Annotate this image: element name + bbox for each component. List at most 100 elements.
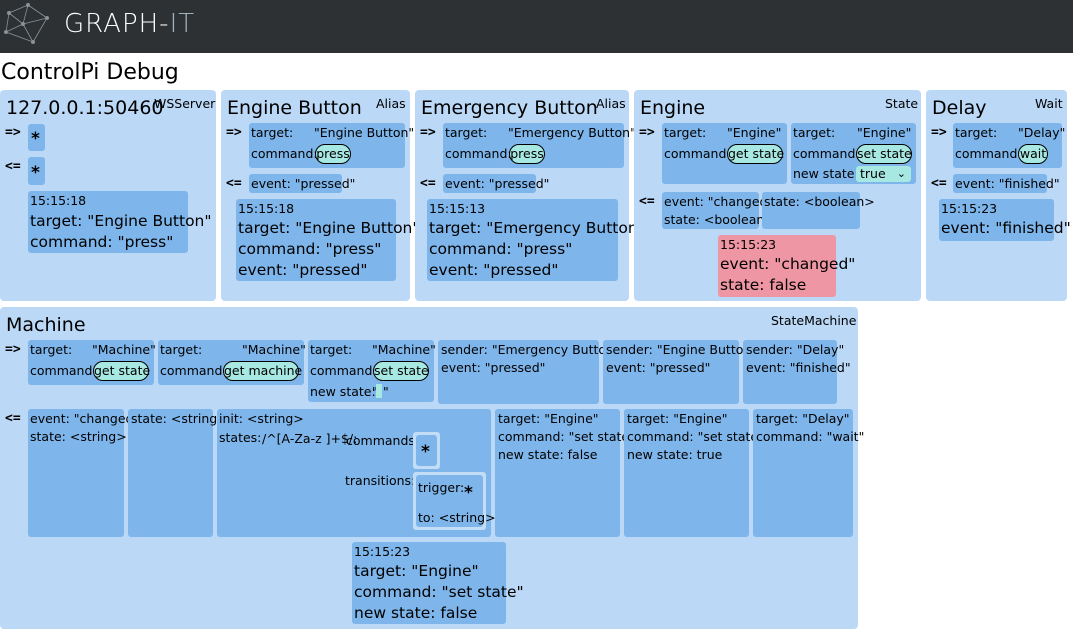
sender: sender: "Engine Button" xyxy=(606,342,758,357)
message-box: 15:15:13 target: "Emergency Button" comm… xyxy=(427,199,645,281)
message-time: 15:15:18 xyxy=(30,193,87,208)
brand-accent: IT xyxy=(169,9,196,39)
target-label: target: xyxy=(251,125,294,140)
wildcard: * xyxy=(464,483,473,503)
card-delay: Delay Wait => target: "Delay" command: w… xyxy=(926,90,1071,301)
card-title: Delay xyxy=(932,97,987,119)
commands-box: * xyxy=(413,432,440,469)
send-arrow: => xyxy=(639,125,655,140)
card-engine-button: Engine Button Alias => target: "Engine B… xyxy=(221,90,420,301)
transitions-value-box: trigger: * to: <string> xyxy=(416,475,496,527)
states-label: states: xyxy=(219,430,262,445)
message-event: event: "pressed" xyxy=(238,261,368,279)
wildcard: * xyxy=(31,129,40,149)
card-title: Engine xyxy=(640,97,706,119)
event-template: event: "finished" xyxy=(955,176,1060,191)
target: target: "Engine" xyxy=(627,411,728,426)
send-arrow: => xyxy=(931,125,947,140)
message-state: state: false xyxy=(720,276,807,294)
new-state-close-quote: " xyxy=(383,384,389,399)
card-title: Emergency Button xyxy=(421,97,598,119)
message-target: target: "Engine" xyxy=(354,562,479,580)
brand-name[interactable]: GRAPH-IT xyxy=(64,9,195,39)
card-type: Wait xyxy=(1035,96,1063,111)
new-state-open-quote: " xyxy=(372,384,378,399)
card-emergency-button: Emergency Button Alias => target: "Emerg… xyxy=(415,90,645,301)
event: event: "finished" xyxy=(746,360,851,375)
message-command: command: "press" xyxy=(429,240,573,258)
new-state-input[interactable] xyxy=(376,384,382,398)
message-time: 15:15:18 xyxy=(238,201,295,216)
send-template-box[interactable]: * xyxy=(28,124,45,151)
set-state-template-box: target: "Engine" command: set state new … xyxy=(791,123,916,184)
new-state: new state: true xyxy=(627,447,723,462)
receive-template-box: * xyxy=(28,157,45,185)
command-label: command: xyxy=(445,146,512,161)
press-button[interactable]: press xyxy=(509,144,545,164)
new-state: new state: false xyxy=(498,447,598,462)
wait-button[interactable]: wait xyxy=(1018,144,1048,164)
new-state-label: new state: xyxy=(310,384,376,399)
sender-engine-button-template: sender: "Engine Button" event: "pressed" xyxy=(603,340,757,404)
target-value: "Delay" xyxy=(1018,125,1066,140)
event-template: event: "pressed" xyxy=(251,176,356,191)
message-time: 15:15:13 xyxy=(429,201,486,216)
message-command: command: "press" xyxy=(30,233,174,251)
set-state-button[interactable]: set state xyxy=(373,361,429,381)
chevron-down-icon: ⌄ xyxy=(896,167,906,180)
brand-main: GRAPH- xyxy=(64,9,170,39)
state-template: state: <string> xyxy=(30,429,127,444)
message-new-state: new state: false xyxy=(354,604,478,622)
card-title: Engine Button xyxy=(227,97,362,119)
message-box: 15:15:23 event: "finished" xyxy=(939,199,1071,241)
target-value: "Machine" xyxy=(242,342,306,357)
card-machine: Machine StateMachine => target: "Machine… xyxy=(0,307,864,629)
get-machine-template-box: target: "Machine" command: get machine xyxy=(158,340,306,385)
receive-arrow: <= xyxy=(420,176,436,191)
init-template: init: <string> xyxy=(219,411,304,426)
graph-logo-icon xyxy=(4,3,49,44)
send-template-box: target: "Emergency Button" command: pres… xyxy=(443,123,636,168)
states-pattern: /^[A-Za-z ]+$/: xyxy=(262,431,358,446)
target-value: "Engine" xyxy=(857,125,912,140)
command-label: command: xyxy=(160,363,227,378)
target-value: "Engine Button" xyxy=(314,125,415,140)
new-state-select[interactable]: true ⌄ xyxy=(856,166,911,182)
command-label: command: xyxy=(310,363,377,378)
selected-value: true xyxy=(860,166,886,181)
receive-arrow: <= xyxy=(931,176,947,191)
message-target: target: "Engine Button" xyxy=(30,212,212,230)
commands-value-box: * xyxy=(416,435,437,466)
target-label: target: xyxy=(664,125,707,140)
command-label: command: xyxy=(955,146,1022,161)
transitions-label: transitions: xyxy=(345,473,416,488)
target: target: "Delay" xyxy=(756,411,850,426)
command: command: "wait" xyxy=(756,429,865,444)
get-state-button[interactable]: get state xyxy=(727,144,784,164)
event-template: event: "pressed" xyxy=(445,176,550,191)
get-state-button[interactable]: get state xyxy=(93,361,150,381)
receive-set-true-template: target: "Engine" command: "set state" ne… xyxy=(624,409,764,537)
target-label: target: xyxy=(160,342,203,357)
wildcard: * xyxy=(31,163,40,183)
target: target: "Engine" xyxy=(498,411,599,426)
sender-delay-template: sender: "Delay" event: "finished" xyxy=(743,340,851,404)
message-command: command: "set state" xyxy=(354,583,524,601)
send-arrow: => xyxy=(5,125,21,140)
send-arrow: => xyxy=(5,342,21,357)
card-wsserver: 127.0.0.1:50460 WSServer => * <= * 15:15… xyxy=(0,90,216,301)
receive-template-box: event: "changed" state: <boolean> xyxy=(662,192,775,229)
message-event: event: "finished" xyxy=(941,219,1071,237)
target-value: "Emergency Button" xyxy=(508,125,636,140)
get-machine-button[interactable]: get machine xyxy=(223,361,302,381)
target-label: target: xyxy=(445,125,488,140)
receive-template-box: event: "pressed" xyxy=(443,174,549,193)
get-state-template-box: target: "Engine" command: get state xyxy=(662,123,787,184)
message-time: 15:15:23 xyxy=(941,201,998,216)
receive-arrow: <= xyxy=(5,411,21,426)
event: event: "pressed" xyxy=(441,360,546,375)
receive-state-template-box: state: <boolean> xyxy=(762,192,875,229)
press-button[interactable]: press xyxy=(315,144,351,164)
receive-wait-template: target: "Delay" command: "wait" xyxy=(753,409,864,537)
set-state-button[interactable]: set state xyxy=(856,144,912,164)
